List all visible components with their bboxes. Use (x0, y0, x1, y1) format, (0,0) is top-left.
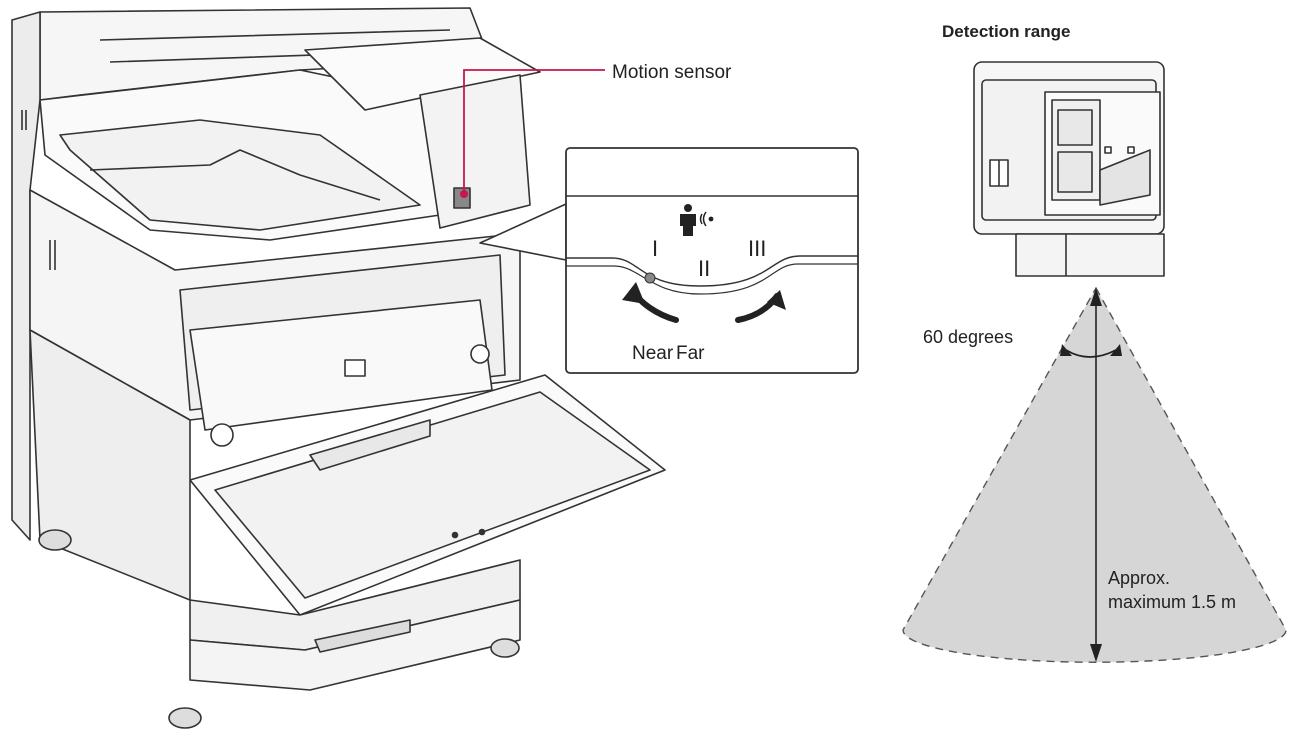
motion-sensor-label: Motion sensor (612, 62, 732, 83)
motion-sensor-callout (460, 69, 605, 198)
near-label: Near (632, 343, 674, 364)
distance-label: Approx. maximum 1.5 m (1108, 568, 1237, 612)
top-view-machine (973, 61, 1165, 277)
switch-position-3: III (748, 236, 767, 261)
detection-cone (902, 286, 1287, 663)
switch-position-2: II (698, 256, 711, 281)
detection-range-title: Detection range (942, 22, 1071, 41)
sensor-inset (479, 147, 859, 374)
far-label: Far (676, 343, 705, 364)
switch-position-1: I (652, 236, 659, 261)
arrow-left-icon (622, 282, 679, 323)
mfp-machine (11, 7, 666, 729)
arrow-right-icon (735, 290, 786, 323)
person-wave-icon (680, 204, 714, 236)
angle-label: 60 degrees (923, 327, 1014, 347)
